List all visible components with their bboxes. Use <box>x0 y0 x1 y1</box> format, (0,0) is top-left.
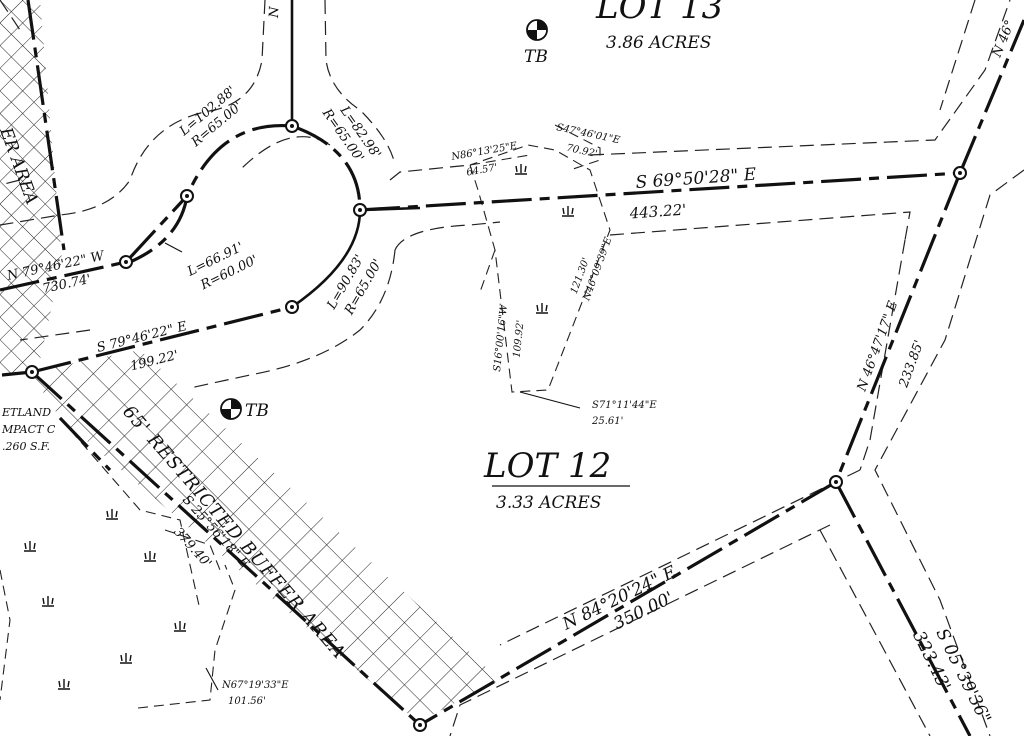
call-bearing: S71°11'44"E <box>592 400 657 411</box>
wetland-call-4: S16°00'16"W 109.92' <box>492 303 527 372</box>
curve-1: L=102.88' R=65.00' <box>176 83 245 150</box>
test-boring-icon <box>220 398 242 420</box>
pin-8 <box>829 475 843 489</box>
lot-13-label: LOT 13 3.86 ACRES <box>595 0 723 53</box>
restricted-buffer-hatch <box>0 0 500 722</box>
leader-lines <box>164 242 581 691</box>
call-3: N 84°20'24" E 350.00' <box>559 562 681 635</box>
call-distance: 70.92' <box>565 143 598 160</box>
call-distance: 443.22' <box>628 201 687 223</box>
lot-name: LOT 13 <box>595 0 723 27</box>
wetland-call-3: N46°09'39"E 121.30' <box>569 235 615 303</box>
wetland-fragment-1: ETLAND <box>1 406 51 419</box>
call-bearing: S 69°50'28" E <box>635 165 757 193</box>
pin-1 <box>285 119 299 133</box>
pin-9 <box>413 718 427 732</box>
call-2: N 46°47'17" E 233.85' <box>854 299 927 395</box>
wetland-fragment-2: MPACT C <box>1 423 56 436</box>
lot-12-label: LOT 12 3.33 ACRES <box>483 446 630 513</box>
curve-2: L=82.98' R=65.00' <box>318 103 383 165</box>
call-distance: 101.56' <box>228 696 266 707</box>
pin-5 <box>285 300 299 314</box>
pin-2 <box>180 189 194 203</box>
call-distance: 64.57' <box>466 162 499 178</box>
curve-labels: L=102.88' R=65.00' L=82.98' R=65.00' L=6… <box>176 83 386 318</box>
tb-marker-2: TB <box>220 398 269 421</box>
call-bearing: N67°19'33"E <box>221 680 289 691</box>
pin-3 <box>353 203 367 217</box>
lot-acres: 3.33 ACRES <box>496 493 601 513</box>
call-bearing: S47°46'01"E <box>555 122 621 146</box>
wetland-fragment-3: .260 S.F. <box>2 440 50 453</box>
survey-pins <box>25 119 967 732</box>
wetland-call-2: S47°46'01"E 70.92' <box>555 122 621 160</box>
tb-label: TB <box>245 401 269 421</box>
wetland-call-5: S71°11'44"E 25.61' <box>591 400 657 427</box>
pin-4 <box>119 255 133 269</box>
lot-acres: 3.86 ACRES <box>606 33 711 53</box>
tb-label: TB <box>524 47 548 67</box>
call-bearing: S16°00'16"W <box>492 303 510 372</box>
pin-7 <box>953 166 967 180</box>
curve-3: L=66.91' R=60.00' <box>184 240 260 294</box>
north-arrow-letter: N <box>267 6 282 20</box>
lot-name: LOT 12 <box>483 446 611 486</box>
top-right-fragment: N 46° <box>989 18 1018 60</box>
tb-marker-1: TB <box>524 19 548 67</box>
curve-4: L=90.83' R=65.00' <box>324 252 386 318</box>
call-distance: 25.61' <box>591 416 623 427</box>
cul-de-sac-curves <box>129 0 421 309</box>
call-distance: 109.92' <box>512 320 527 359</box>
pin-6 <box>25 365 39 379</box>
test-boring-icon <box>526 19 548 41</box>
wetland-call-6: N67°19'33"E 101.56' <box>221 680 289 707</box>
wetland-lines <box>0 124 611 709</box>
wetland-call-1: N86°13'25"E 64.57' <box>450 140 519 178</box>
